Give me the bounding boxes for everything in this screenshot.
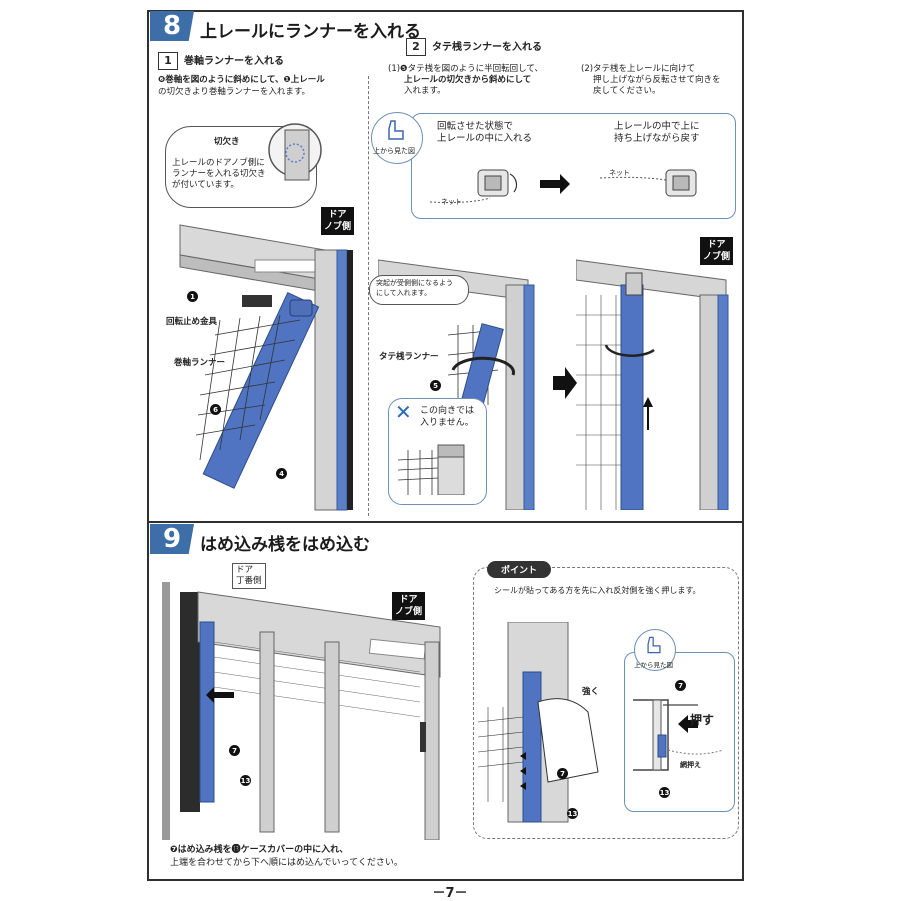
num-circle-5: 5 (430, 380, 441, 391)
label-rail-1: 1 (187, 291, 198, 302)
label-stopper: 回転止め金具 (166, 317, 218, 327)
substep1-header: 1 巻軸ランナーを入れる (158, 52, 284, 70)
door-tag-line1: ドア (707, 240, 726, 250)
substep2-note1-2: 上レールの切欠きから斜めにして (404, 75, 532, 85)
door-tag-line2: ノブ側 (324, 222, 352, 232)
substep2-note1-3: 入れます。 (404, 86, 446, 96)
step9-caption-2: 上端を合わせてから下へ順にはめ込んでいってください。 (170, 858, 403, 868)
door-tag-line1: ドア (328, 210, 347, 220)
label-axis-runner: 巻軸ランナー (174, 358, 226, 368)
door-tag-line1: ドア (399, 595, 418, 605)
substep2-header: 2 タテ桟ランナーを入れる (406, 38, 542, 56)
step8-title: 上レールにランナーを入れる (200, 22, 421, 42)
runner-insert-illustration (179, 123, 353, 511)
num-circle-13c: 13 (659, 787, 670, 798)
door-knob-side-tag-8a: ドア ノブ側 (321, 207, 355, 235)
label-9-13: 13 (240, 775, 251, 786)
push-label: 押す (690, 713, 715, 727)
top-view-label: 上から見た図 (373, 147, 415, 155)
hinge-side-tag: ドア 丁番側 (232, 563, 266, 589)
top-view-diagram (430, 169, 697, 203)
cross-section-diagram (633, 699, 724, 771)
num-circle-6: 6 (210, 404, 221, 415)
point-box (473, 567, 739, 839)
wrong-note-1: この向きでは (420, 406, 475, 416)
substep1-text-1: ❻巻軸を図のように斜めにして、❶上レール (158, 75, 325, 85)
label-vertical-runner: タテ桟ランナー (379, 352, 439, 362)
panel-left-2: 上レールの中に入れる (437, 133, 533, 144)
page-number: －7－ (432, 886, 468, 901)
vertical-runner-lift-illustration (576, 259, 729, 510)
notch-line-3: が付いています。 (172, 180, 239, 190)
step9-caption-1: ❼はめ込み桟を⓭ケースカバーの中に入れ、 (170, 845, 349, 855)
panel-left-1: 回転させた状態で (437, 121, 514, 132)
door-tag-line2: ノブ側 (395, 607, 423, 617)
pleated-screen-illustration (162, 582, 441, 840)
num-circle-13: 13 (240, 775, 251, 786)
substep1-text-2: の切欠きより巻軸ランナーを入れます。 (158, 87, 310, 97)
section-divider (147, 521, 744, 523)
door-knob-side-tag-8b: ドア ノブ側 (700, 237, 734, 265)
net-press-label: 網押え (680, 761, 701, 769)
top-view-panel (411, 113, 736, 219)
step9-number: 9 (150, 524, 194, 554)
label-point-13: 13 (567, 808, 578, 819)
num-circle-7c: 7 (675, 680, 686, 691)
label-axis-6: 6 (210, 404, 221, 415)
num-circle-7b: 7 (557, 768, 568, 779)
substep2-title: タテ桟ランナーを入れる (432, 42, 542, 53)
num-circle-4: 4 (276, 468, 287, 479)
num-circle-7: 7 (229, 745, 240, 756)
num-circle-13b: 13 (567, 808, 578, 819)
hinge-tag-line2: 丁番側 (236, 576, 262, 586)
protrusion-note-1: 突起が受側側になるよう (376, 279, 453, 287)
next-arrow-icon (553, 367, 577, 399)
protrusion-note-2: にして入れます。 (376, 289, 432, 297)
panel-right-2: 持ち上げながら戻す (614, 133, 700, 144)
hinge-tag-line1: ドア (236, 565, 254, 575)
substep2-note2-3: 戻してください。 (593, 86, 661, 96)
notch-title: 切欠き (214, 137, 240, 147)
point-view-label: 上から見た図 (634, 661, 673, 669)
step8-number: 8 (150, 11, 194, 41)
label-cross-7: 7 (675, 680, 686, 691)
door-tag-line2: ノブ側 (703, 252, 731, 262)
substep2-note2-1: (2)タテ桟を上レールに向けて (581, 64, 696, 74)
pointing-hand-icon (388, 120, 404, 140)
point-pill: ポイント (487, 561, 552, 578)
notch-line-2: ランナーを入れる切欠き (172, 169, 266, 179)
wrong-note-2: 入りません。 (420, 418, 474, 428)
press-illustration (478, 622, 599, 823)
protrusion-callout (369, 275, 469, 305)
door-knob-side-tag-9: ドア ノブ側 (392, 592, 426, 620)
notch-line-1: 上レールのドアノブ側に (172, 158, 265, 168)
substep1-num: 1 (158, 52, 178, 70)
pointing-hand-icon-2 (647, 636, 661, 654)
wrong-orientation-figure (398, 444, 465, 495)
substep2-note2-2: 押し上げながら反転させて向きを (593, 75, 721, 85)
column-divider (368, 76, 369, 516)
panel-right-1: 上レールの中で上に (614, 121, 700, 132)
x-mark-icon: ✕ (395, 400, 412, 424)
label-vertical-5: 5 (430, 380, 441, 391)
point-top-view-panel (624, 652, 735, 812)
label-9-7: 7 (229, 745, 240, 756)
strong-label: 強く (582, 687, 600, 697)
label-cross-13: 13 (659, 787, 670, 798)
step9-title: はめ込み桟をはめ込む (200, 535, 370, 555)
substep1-title: 巻軸ランナーを入れる (184, 56, 284, 67)
substep2-num: 2 (406, 38, 426, 56)
point-text: シールが貼ってある方を先に入れ反対側を強く押します。 (494, 586, 701, 595)
instruction-frame (147, 10, 744, 881)
net-label-b: ネット (609, 169, 630, 177)
substep2-note1-1: (1)❺タテ桟を図のように半回転回して、 (388, 64, 543, 74)
num-circle-1: 1 (187, 291, 198, 302)
label-frame-4: 4 (276, 468, 287, 479)
label-point-7: 7 (557, 768, 568, 779)
